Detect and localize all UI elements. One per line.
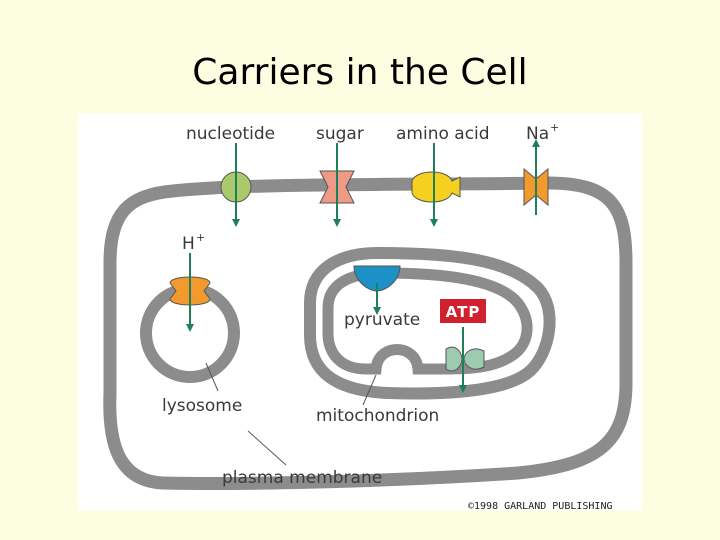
atp-label: ATP [446,303,481,321]
plasma-membrane [103,176,633,491]
nucleotide-label: nucleotide [186,124,275,144]
pyruvate-label: pyruvate [344,310,420,330]
mitochondrion-outer-membrane [304,246,556,400]
amino-acid-carrier [411,171,461,203]
plasma-membrane-pointer [247,430,287,466]
proton-label: H [182,234,195,254]
amino-acid-label: amino acid [396,124,490,144]
slide-title: Carriers in the Cell [192,52,528,93]
mitochondrion-inner-membrane [322,267,533,375]
copyright-notice: ©1998 GARLAND PUBLISHING [468,501,613,511]
cell-carriers-figure: ATP nucleotide sugar amino acid Na + H +… [78,113,642,511]
sodium-label: Na [526,124,549,144]
plasma-membrane-label: plasma membrane [222,468,382,488]
mitochondrion-pointer [362,374,377,406]
atp-badge [440,299,486,323]
lysosome-pointer [205,362,219,392]
cell-diagram-svg: ATP nucleotide sugar amino acid Na + H +… [103,121,633,511]
lysosome-label: lysosome [162,396,242,416]
sugar-label: sugar [316,124,364,144]
mitochondrion-label: mitochondrion [316,406,439,426]
sodium-charge: + [550,121,559,134]
proton-charge: + [196,231,205,244]
